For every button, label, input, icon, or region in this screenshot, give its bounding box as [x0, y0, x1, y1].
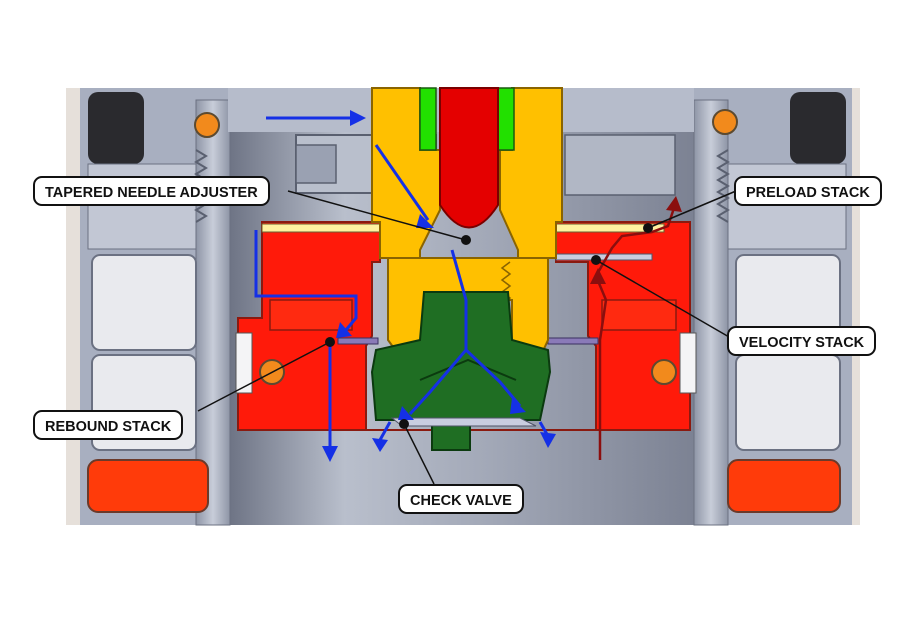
right-piston-oring [651, 359, 677, 385]
right-outer-seal-black [790, 92, 846, 164]
velocity-shim-stack [555, 253, 653, 261]
right-upper-block [564, 134, 676, 196]
compression-arrowheads [590, 196, 682, 284]
left-wear-band-orange [87, 459, 209, 513]
label-tapered-needle-adjuster: TAPERED NEEDLE ADJUSTER [33, 176, 270, 206]
rebound-shim-stack [337, 337, 379, 345]
label-velocity-stack: VELOCITY STACK [727, 326, 877, 356]
label-rebound-stack: REBOUND STACK [33, 410, 184, 440]
right-bore-wall [693, 99, 729, 526]
oil-flow-arrows [254, 116, 550, 450]
left-oring [194, 112, 220, 138]
shaft-seal-green [419, 87, 437, 151]
right-threads [716, 149, 730, 223]
callout-leaders [197, 190, 737, 485]
check-valve-shim [390, 417, 537, 427]
left-outer-seal-black [88, 92, 144, 164]
callout-dots [325, 223, 653, 429]
tapered-needle [439, 87, 499, 229]
oil-flow-arrowheads [322, 110, 556, 462]
piston-body [237, 221, 691, 431]
label-check-valve: CHECK VALVE [398, 484, 524, 514]
compression-flow-arrows [594, 207, 676, 460]
right-oring [712, 109, 738, 135]
left-guide-block [91, 254, 197, 351]
label-preload-stack: PRELOAD STACK [734, 176, 882, 206]
check-valve-body [370, 291, 552, 451]
right-wear-band-orange [727, 459, 841, 513]
